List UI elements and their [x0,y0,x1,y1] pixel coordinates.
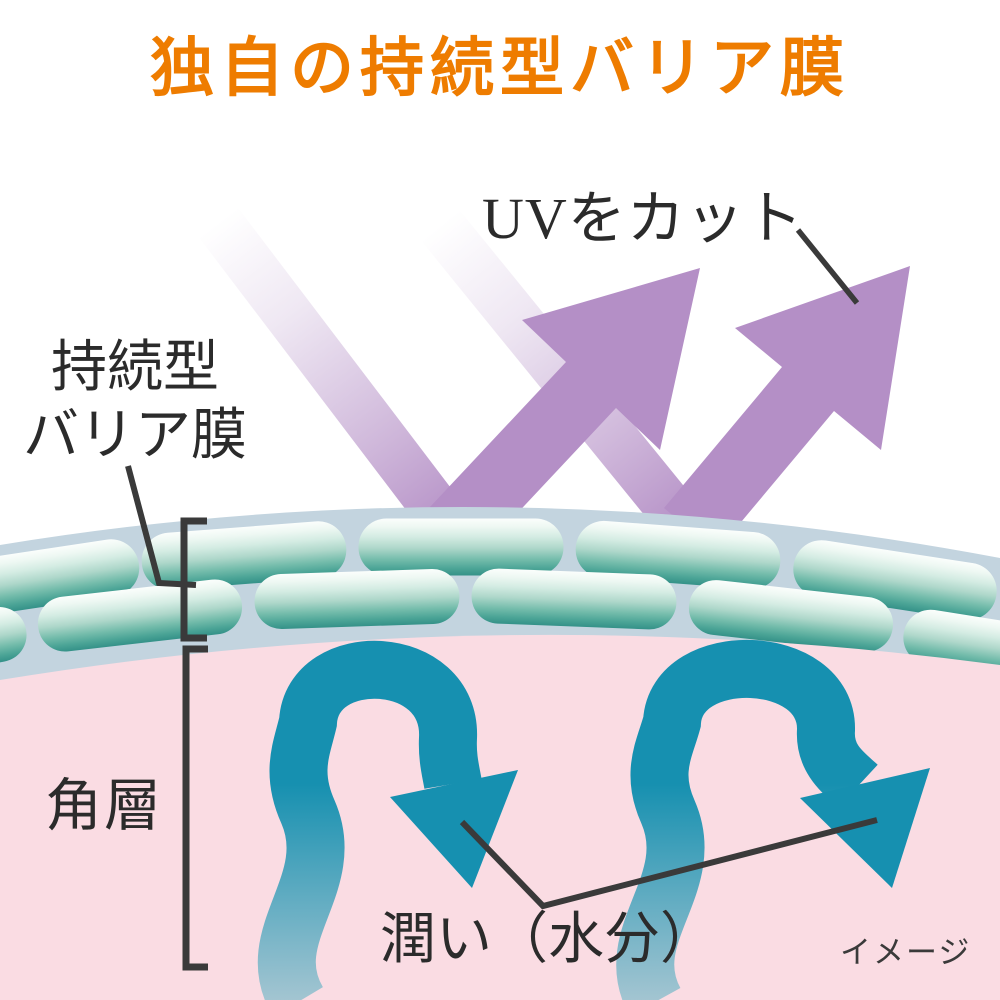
barrier-film-label: 持続型 バリア膜 [10,334,260,470]
uv-reflect-arrow-icon [430,266,910,553]
moisture-label: 潤い（水分） [380,909,716,971]
uv-cut-label: UVをカット [482,186,804,251]
barrier-film-label-line1: 持続型 [51,337,219,399]
barrier-bracket [180,517,207,642]
moisture-arrow-icon [257,640,930,1000]
uv-pointer-line [795,228,860,305]
stratum-corneum-layer [0,634,1000,1000]
stratum-bracket [182,645,208,971]
page-title: 独自の持続型バリア膜 [150,33,850,104]
moisture-pointer-line [459,817,878,910]
stratum-corneum-label: 角層 [45,775,163,838]
barrier-film-label-line2: バリア膜 [23,405,247,467]
image-disclaimer-note: イメージ [840,935,972,970]
